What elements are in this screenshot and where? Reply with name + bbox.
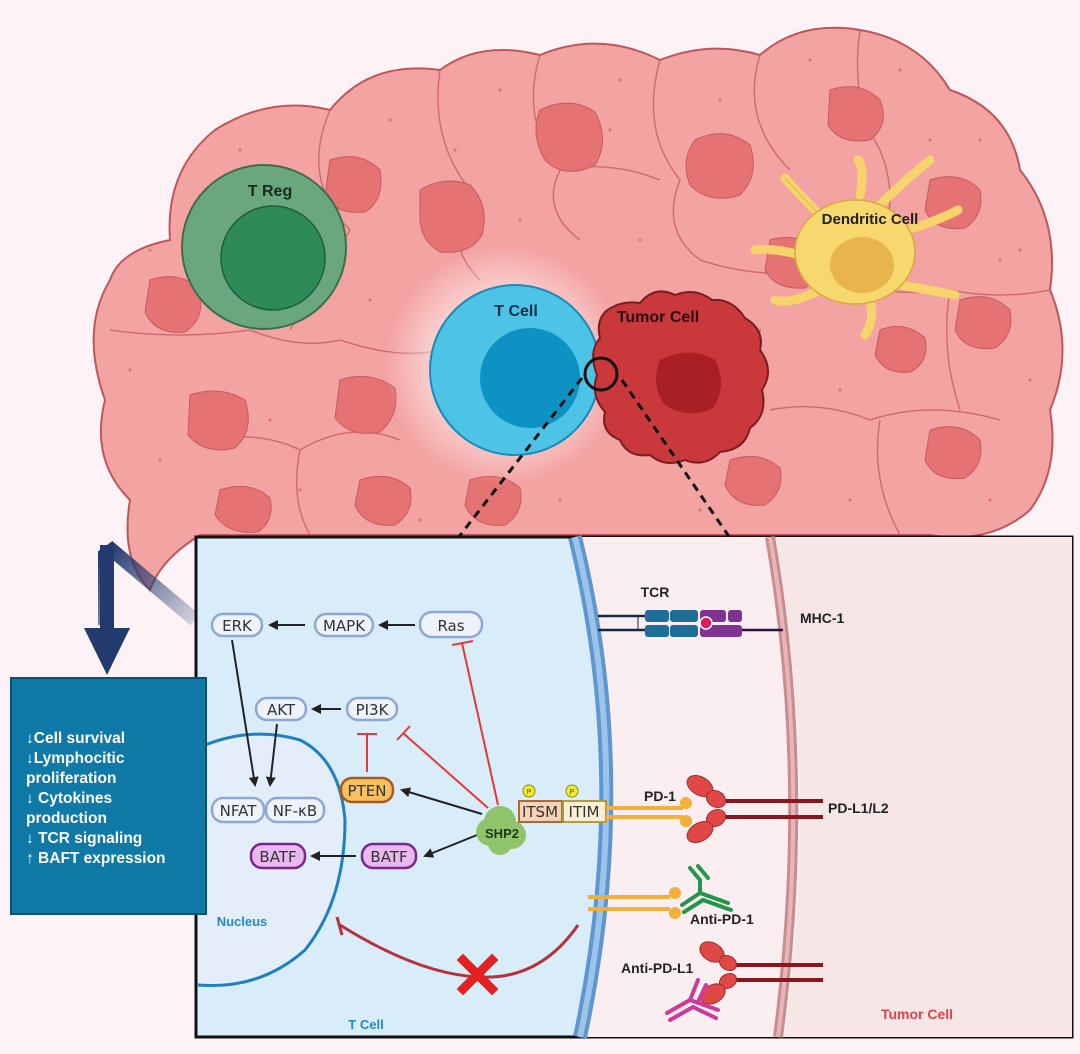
phospho-icon-itsm [522, 784, 536, 798]
itim-box [562, 800, 607, 823]
node-pten: PTEN [339, 776, 395, 804]
svg-text:P: P [570, 789, 575, 796]
node-ras: Ras [418, 610, 484, 639]
inhibit-shp2-pi3k [402, 732, 489, 809]
phospho-icon-itim [565, 784, 579, 798]
summary-item: production [26, 810, 107, 827]
svg-text:Ras: Ras [437, 617, 464, 635]
node-pi3k: PI3K [345, 696, 399, 722]
antigen-peptide-icon [699, 616, 713, 630]
summary-item: ↓ Cytokines [26, 790, 113, 807]
pd1-label: PD-1 [644, 788, 676, 804]
node-erk: ERK [210, 612, 264, 638]
node-akt: AKT [254, 696, 308, 722]
node-mapk: MAPK [313, 612, 375, 638]
tcr-mhc-complex: TCR MHC-1 [598, 584, 845, 637]
t-cell-top: T Cell [385, 245, 625, 485]
zoom-indicator [456, 356, 732, 539]
svg-text:ITIM: ITIM [569, 803, 600, 821]
svg-text:AKT: AKT [267, 701, 296, 719]
node-nfkb: NF-κB [264, 796, 326, 824]
tcr-label: TCR [641, 584, 670, 600]
svg-text:PI3K: PI3K [356, 701, 390, 719]
inhibition-lines [357, 640, 499, 809]
svg-text:PTEN: PTEN [348, 782, 387, 800]
svg-text:P: P [527, 789, 532, 796]
summary-item: proliferation [26, 770, 117, 787]
svg-text:BATF: BATF [259, 848, 296, 866]
svg-text:SHP2: SHP2 [485, 826, 519, 841]
tumor-cell-top: Tumor Cell [592, 290, 769, 465]
t-reg-label: T Reg [248, 183, 292, 200]
activation-arrows [231, 620, 483, 861]
tumor-cell-label: Tumor Cell [617, 309, 699, 326]
node-nfat: NFAT [210, 796, 266, 824]
dendritic-cell: Dendritic Cell [750, 155, 963, 340]
inset-panel [194, 535, 1074, 1039]
summary-item: ↑ BAFT expression [26, 850, 166, 867]
anti-pd1-label: Anti-PD-1 [690, 911, 754, 927]
anti-pdl1-antibody: Anti-PD-L1 [621, 941, 823, 1022]
svg-text:BATF: BATF [370, 848, 407, 866]
t-cell-label: T Cell [494, 303, 538, 320]
blocked-inhibition [335, 916, 580, 996]
mhc1-label: MHC-1 [800, 610, 845, 626]
shp2-blob: SHP2 [476, 806, 526, 855]
t-cell-region-label: T Cell [348, 1017, 383, 1032]
node-batf-nuclear: BATF [249, 842, 307, 870]
summary-item: ↓Lymphocitic [26, 750, 125, 767]
pdl1l2-label: PD-L1/L2 [828, 800, 889, 816]
summary-effects-box: ↓Cell survival ↓Lymphocitic proliferatio… [10, 677, 207, 915]
svg-text:ERK: ERK [222, 617, 253, 635]
anti-pdl1-label: Anti-PD-L1 [621, 960, 694, 976]
summary-item: ↓Cell survival [26, 730, 126, 747]
tumor-cell-region-label: Tumor Cell [881, 1006, 953, 1022]
pd1-receptor: PD-1 [606, 788, 692, 827]
summary-arrow [84, 541, 200, 675]
summary-item: ↓ TCR signaling [26, 830, 143, 847]
anti-pd1-antibody: Anti-PD-1 [588, 864, 754, 927]
arrow-shp2-pten [400, 787, 483, 815]
pd1-intracellular: SHP2 ITSM ITIM P P [476, 784, 607, 855]
blocked-x-icon [456, 953, 499, 996]
node-batf-cyto: BATF [360, 842, 418, 870]
arrow-shp2-batf [423, 832, 483, 858]
t-reg-cell: T Reg [181, 164, 347, 330]
pdl1-ligand: PD-L1/L2 [686, 775, 889, 843]
svg-text:NFAT: NFAT [220, 802, 258, 820]
arrow-akt-nfkb [265, 723, 278, 787]
dendritic-cell-label: Dendritic Cell [822, 211, 919, 228]
svg-text:NF-κB: NF-κB [273, 802, 317, 820]
nucleus-label: Nucleus [217, 914, 268, 929]
svg-text:ITSM: ITSM [522, 803, 558, 821]
svg-text:MAPK: MAPK [323, 617, 366, 635]
arrow-erk-nfat [231, 639, 259, 787]
pathway-nodes: ERK MAPK Ras AKT PI3K PTEN NFAT NF-κB [210, 610, 484, 870]
inhibit-shp2-ras [461, 642, 499, 806]
